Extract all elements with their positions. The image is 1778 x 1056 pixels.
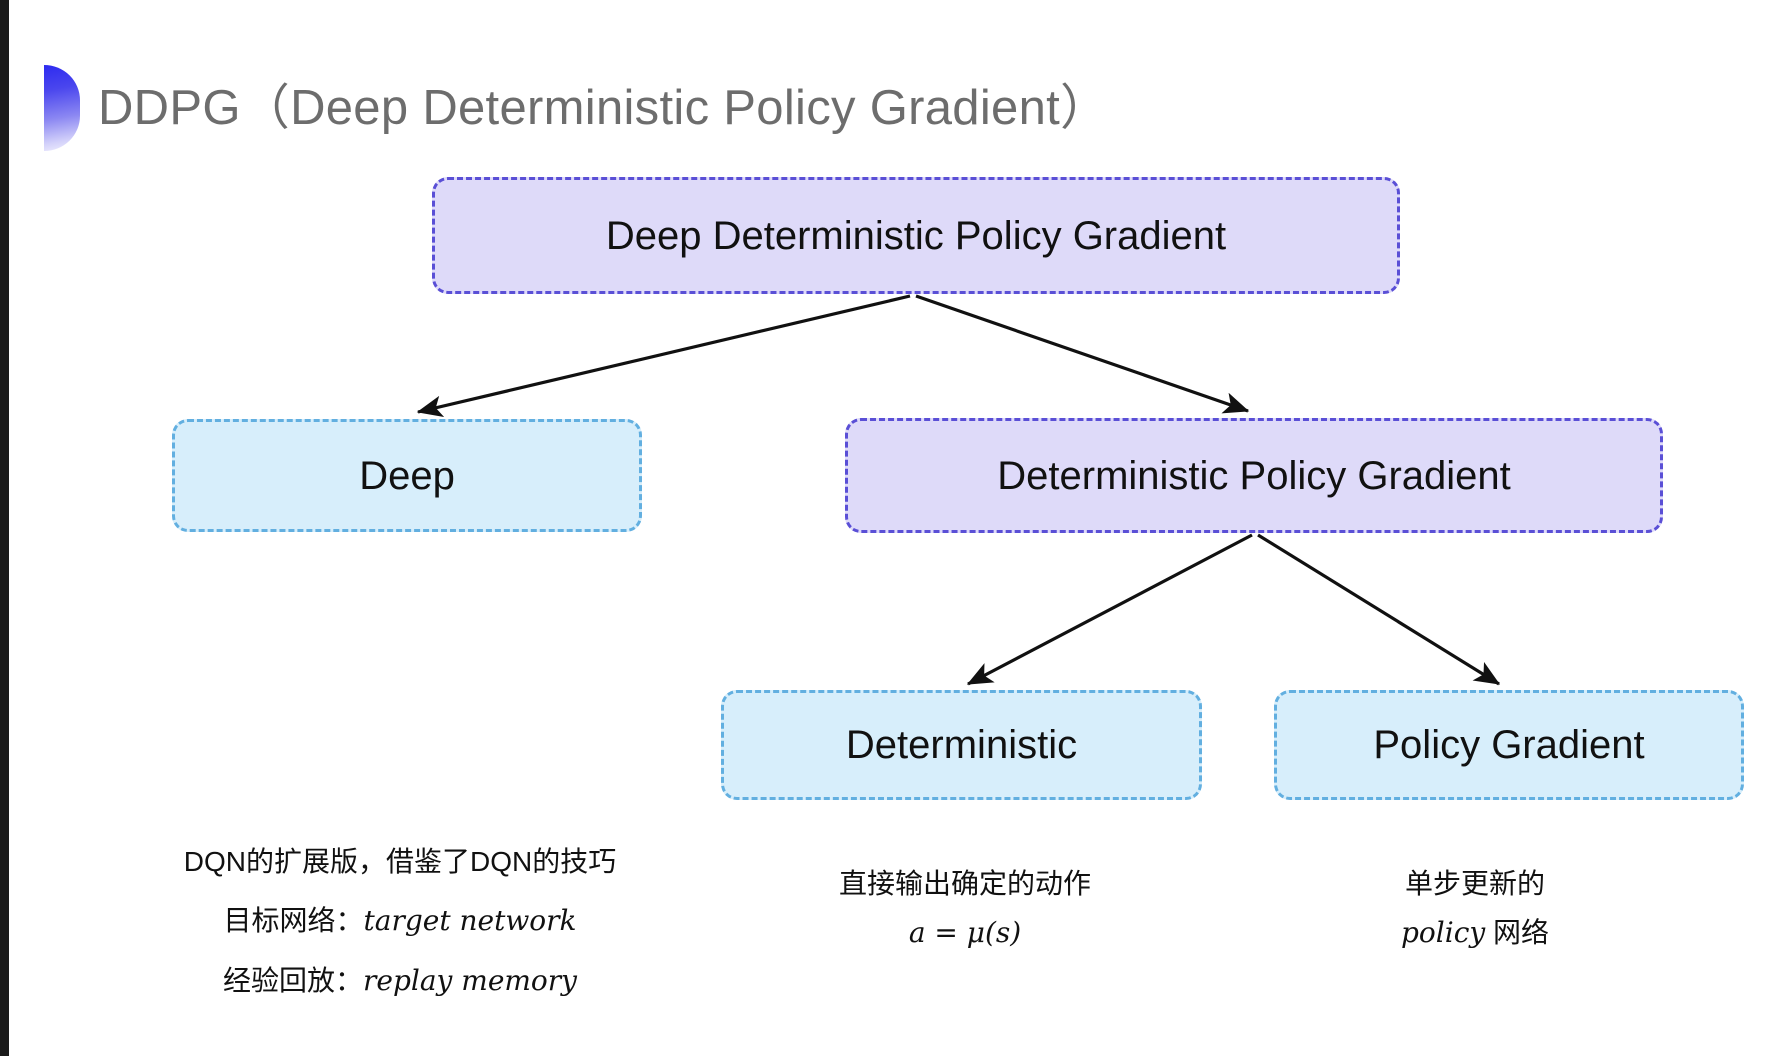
- caption-policy-gradient-line2-cn: 网络: [1485, 917, 1549, 949]
- node-deep-label: Deep: [359, 453, 455, 498]
- gradient-bullet-icon: [44, 65, 80, 151]
- edge-root-to-deep: [416, 294, 911, 418]
- page-title: DDPG（Deep Deterministic Policy Gradient）: [98, 80, 1110, 135]
- right-edge-stripe: [1774, 0, 1778, 1056]
- edge-dpg-to-deterministic: [966, 533, 1253, 686]
- caption-deterministic-line1: 直接输出确定的动作: [838, 868, 1091, 899]
- node-root-label: Deep Deterministic Policy Gradient: [605, 213, 1227, 258]
- slide-title-row: DDPG（Deep Deterministic Policy Gradient）: [44, 60, 1109, 156]
- caption-policy-gradient-line2-en: policy: [1401, 916, 1486, 950]
- node-policy-gradient[interactable]: Policy Gradient: [1274, 690, 1744, 800]
- edge-root-to-dpg: [915, 294, 1250, 414]
- node-deterministic-policy-gradient[interactable]: Deterministic Policy Gradient: [845, 418, 1663, 533]
- caption-deterministic: 直接输出确定的动作 a = μ(s): [780, 862, 1150, 961]
- node-dpg-label: Deterministic Policy Gradient: [997, 453, 1511, 498]
- caption-deep-line3-en: replay memory: [363, 963, 577, 997]
- caption-policy-gradient: 单步更新的 policy 网络: [1300, 862, 1650, 961]
- caption-deep-line3-cn: 经验回放：: [223, 964, 364, 996]
- caption-policy-gradient-line2: policy 网络: [1300, 911, 1650, 954]
- caption-policy-gradient-line1: 单步更新的: [1404, 868, 1545, 899]
- edge-dpg-to-policy-gradient: [1257, 533, 1501, 686]
- node-root-deep-deterministic-policy-gradient[interactable]: Deep Deterministic Policy Gradient: [432, 177, 1400, 294]
- node-policy-gradient-label: Policy Gradient: [1373, 723, 1645, 767]
- node-deterministic[interactable]: Deterministic: [721, 690, 1202, 800]
- caption-deep-line2-en: target network: [363, 904, 577, 938]
- caption-deep-line1: DQN的扩展版，借鉴了DQN的技巧: [183, 846, 617, 877]
- caption-deep-line2: 目标网络：target network: [120, 899, 680, 942]
- left-edge-stripe: [0, 0, 9, 1056]
- caption-deterministic-formula: a = μ(s): [908, 916, 1022, 950]
- caption-deep-line2-cn: 目标网络：: [223, 905, 364, 937]
- caption-deep-line3: 经验回放：replay memory: [120, 959, 680, 1002]
- node-deterministic-label: Deterministic: [845, 723, 1078, 767]
- caption-deep: DQN的扩展版，借鉴了DQN的技巧 目标网络：target network 经验…: [120, 840, 680, 1018]
- node-deep[interactable]: Deep: [172, 419, 642, 532]
